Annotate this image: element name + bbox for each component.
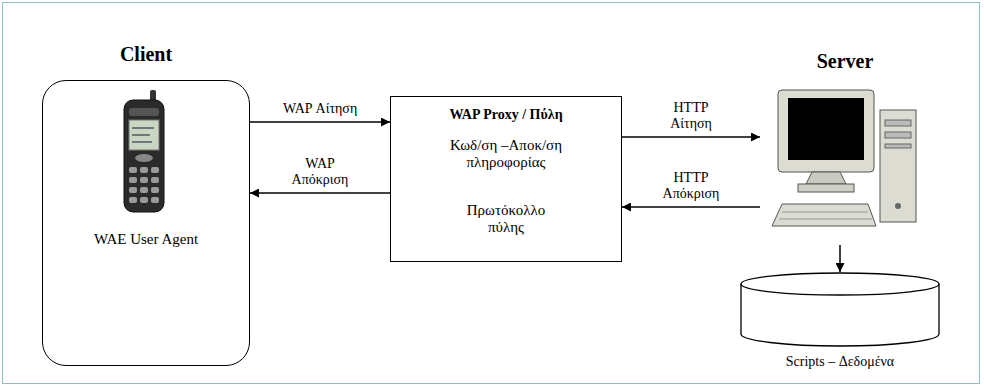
edge-label: WAP Απόκριση [279,156,361,188]
flow-arrow [622,136,760,138]
power-button [895,203,901,209]
key-row [779,219,872,220]
database-cylinder [740,272,940,348]
edge-label: WAP Αίτηση [281,101,359,117]
edge-label: HTTP Απόκριση [650,170,732,202]
node-heading: Client [23,43,269,66]
storage-caption: Scripts – Δεδομένα [710,354,970,370]
client-node: ClientWAE User Agent [42,80,250,366]
phone-navkey [135,154,153,162]
cylinder-top [741,273,939,295]
db-node: Scripts – Δεδομένα [740,272,940,348]
keyboard [772,204,876,226]
flow-arrow [622,206,760,208]
flow-arrow [250,192,390,194]
node-text: Κωδ/ση –Αποκ/ση πληροφορίας [431,137,581,172]
key-row [782,212,868,213]
proxy-node: WAP Proxy / ΠύληΚωδ/ση –Αποκ/ση πληροφορ… [390,96,622,262]
phone-body [124,100,164,212]
server-node: Server [760,50,930,245]
node-text: WAE User Agent [43,231,249,248]
monitor-screen [788,98,864,160]
screen-line [132,127,154,129]
monitor-stand [806,172,846,184]
drive-bay [885,144,911,148]
monitor-base [798,184,854,192]
screen-line [132,141,152,143]
screen-line [132,134,150,136]
edge-label: HTTP Αίτηση [650,100,732,132]
node-title: WAP Proxy / Πύλη [449,107,562,123]
phone-screen [129,120,159,150]
phone-keypad [129,167,159,203]
node-text: Πρωτόκολλο πύλης [451,202,561,237]
node-heading: Server [740,50,950,73]
flow-arrow [250,121,390,123]
drive-bay [885,132,911,138]
phone-speaker [129,108,159,116]
tower-case [880,110,916,222]
phone-icon [120,90,170,216]
drive-bay [885,120,911,126]
monitor-case [778,90,874,172]
computer-icon [768,88,928,244]
flow-arrow [839,245,841,272]
